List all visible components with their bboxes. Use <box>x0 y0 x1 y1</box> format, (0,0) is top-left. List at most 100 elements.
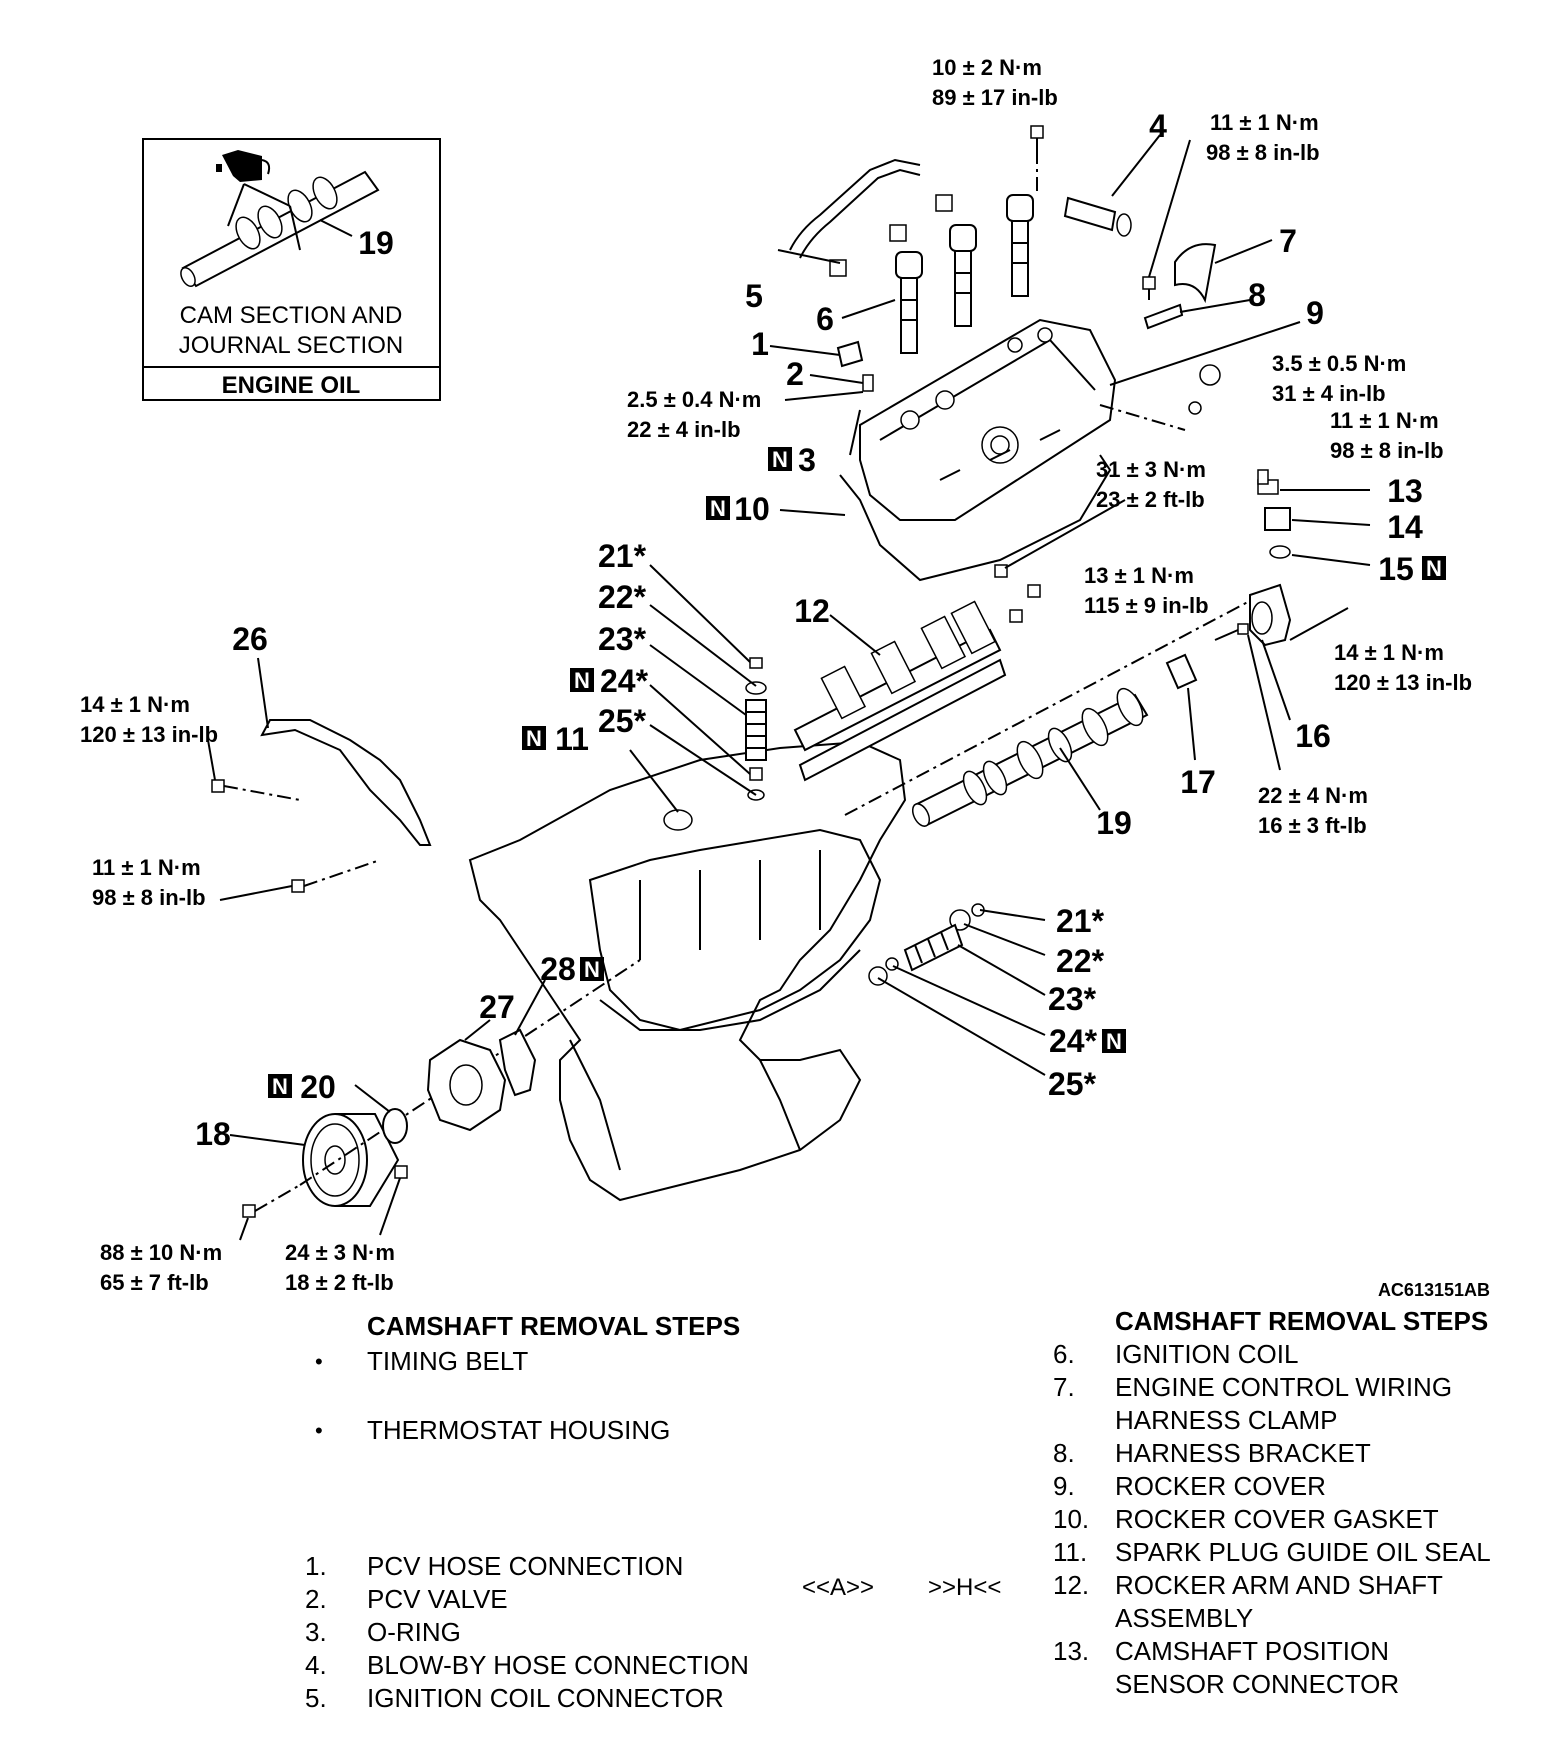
svg-text:N: N <box>272 1074 288 1099</box>
new-part-marker <box>580 957 604 981</box>
step-label: ASSEMBLY <box>1115 1603 1254 1633</box>
sprocket-bolt <box>242 1184 301 1218</box>
left-step-item: 2. PCV VALVE <box>305 1583 865 1616</box>
timing-belt-rear-cover <box>260 719 432 846</box>
right-step-item: 9. ROCKER COVER <box>1053 1470 1558 1503</box>
callout-21-upper: 21* <box>598 538 647 574</box>
rocker-arm-shaft-assembly <box>793 600 1007 782</box>
torque-rocker-bolt-b-inlb: 115 ± 9 in-lb <box>1084 593 1209 618</box>
svg-text:N: N <box>526 726 542 751</box>
callout-26: 26 <box>232 621 268 657</box>
torque-coil-bolt-inlb: 89 ± 17 in-lb <box>932 85 1058 110</box>
step-label: CAMSHAFT POSITION <box>1115 1636 1389 1666</box>
valve-parts-upper <box>745 657 767 801</box>
pcv-valve <box>862 374 874 392</box>
callout-9: 9 <box>1306 295 1324 331</box>
callout-22-lower: 22* <box>1056 943 1105 979</box>
step-label: SENSOR CONNECTOR <box>1115 1669 1400 1699</box>
svg-text:N: N <box>772 447 788 472</box>
step-label: PCV VALVE <box>367 1584 508 1614</box>
callout-24-lower-group: 24* N <box>1049 1023 1126 1059</box>
callout-19: 19 <box>1096 805 1132 841</box>
callout-14: 14 <box>1387 509 1423 545</box>
callout-2: 2 <box>786 356 804 392</box>
blow-by-hose <box>1063 196 1132 237</box>
torque-cover-upper-inlb: 120 ± 13 in-lb <box>80 722 218 747</box>
step-label: HARNESS CLAMP <box>1115 1405 1338 1435</box>
left-bullet-row: • TIMING BELT <box>305 1345 865 1378</box>
new-part-marker <box>522 726 546 750</box>
rocker-cover-gasket <box>839 454 1112 582</box>
inset-camshaft <box>180 170 380 288</box>
ignition-coil <box>895 251 923 354</box>
right-step-item: 7. ENGINE CONTROL WIRING <box>1053 1371 1558 1404</box>
step-number: 3. <box>305 1617 327 1647</box>
rocker-cover <box>859 318 1117 521</box>
camshaft-oil-seal <box>382 1108 408 1144</box>
torque-cover-lower-nm: 11 ± 1 N·m <box>92 855 201 880</box>
ignition-coil <box>949 224 977 327</box>
new-part-marker <box>268 1074 292 1098</box>
step-label: BLOW-BY HOSE CONNECTION <box>367 1650 749 1680</box>
callout-7: 7 <box>1279 223 1297 259</box>
step-number: 12. <box>1053 1570 1090 1600</box>
callout-5: 5 <box>745 278 763 314</box>
callout-17: 17 <box>1180 764 1216 800</box>
callout-20-group: N 20 <box>268 1069 336 1105</box>
step-number: 4. <box>305 1650 327 1680</box>
inset-footer: ENGINE OIL <box>222 372 361 399</box>
step-label: IGNITION COIL <box>1115 1339 1299 1369</box>
new-part-marker <box>1422 556 1446 580</box>
torque-thrust-bolt-ftlb: 16 ± 3 ft-lb <box>1258 813 1367 838</box>
torque-pcv-valve-nm: 2.5 ± 0.4 N·m <box>627 387 761 412</box>
bullet-icon: • <box>315 1418 323 1443</box>
torque-cover-nut-nm: 3.5 ± 0.5 N·m <box>1272 351 1406 376</box>
engine-oil-inset: 19 CAM SECTION AND JOURNAL SECTION ENGIN… <box>142 138 441 401</box>
right-step-item: 6. IGNITION COIL <box>1053 1338 1558 1371</box>
callout-6: 6 <box>816 301 834 337</box>
callout-8: 8 <box>1248 277 1266 313</box>
right-removal-steps: CAMSHAFT REMOVAL STEPS 6. IGNITION COIL … <box>1053 1305 1558 1701</box>
callout-28: 28 <box>540 951 576 987</box>
callout-24-upper-group: N 24* <box>570 663 649 699</box>
callout-13: 13 <box>1387 473 1423 509</box>
step-label: ENGINE CONTROL WIRING <box>1115 1372 1453 1402</box>
callout-15-group: 15 N <box>1378 551 1446 587</box>
svg-text:N: N <box>1426 556 1442 581</box>
inset-callout-19: 19 <box>358 225 394 261</box>
torque-cover-lower-inlb: 98 ± 8 in-lb <box>92 885 206 910</box>
callout-24-upper: 24* <box>600 663 649 699</box>
torque-thrust-bolt-nm: 22 ± 4 N·m <box>1258 783 1368 808</box>
callout-3-group: N 3 <box>768 442 816 478</box>
torque-rocker-bolt-a-nm: 31 ± 3 N·m <box>1096 457 1206 482</box>
coil-bolt <box>1030 125 1044 195</box>
clamp-bolt <box>1142 276 1156 300</box>
left-step-item: 5. IGNITION COIL CONNECTOR <box>305 1682 865 1715</box>
step-number: 8. <box>1053 1438 1075 1468</box>
rocker-shaft-bolts <box>994 564 1041 623</box>
housing-gasket <box>498 1028 537 1097</box>
callout-11-group: N 11 <box>522 721 589 757</box>
callout-27: 27 <box>479 989 515 1025</box>
camshaft-position-sensor <box>1257 469 1291 559</box>
new-part-marker <box>570 668 594 692</box>
harness-bracket <box>1143 303 1184 330</box>
left-step-item: 3. O-RING <box>305 1616 865 1649</box>
step-label: O-RING <box>367 1617 461 1647</box>
torque-pcv-valve-inlb: 22 ± 4 in-lb <box>627 417 741 442</box>
left-steps-heading: CAMSHAFT REMOVAL STEPS <box>367 1311 741 1341</box>
figure-code: AC613151AB <box>1378 1280 1490 1300</box>
pcv-hose <box>836 340 864 368</box>
rear-cover-bolts <box>211 779 381 893</box>
left-bullet-row: • THERMOSTAT HOUSING <box>305 1414 865 1447</box>
callout-4: 4 <box>1149 108 1167 144</box>
step-number: 6. <box>1053 1339 1075 1369</box>
inset-caption-line2: JOURNAL SECTION <box>179 332 403 359</box>
right-step-item: 11. SPARK PLUG GUIDE OIL SEAL <box>1053 1536 1558 1569</box>
callout-23-upper: 23* <box>598 621 647 657</box>
svg-text:N: N <box>710 496 726 521</box>
left-bullet-label: THERMOSTAT HOUSING <box>367 1415 671 1445</box>
callout-11: 11 <box>555 721 589 757</box>
torque-cover-nut-inlb: 31 ± 4 in-lb <box>1272 381 1386 406</box>
